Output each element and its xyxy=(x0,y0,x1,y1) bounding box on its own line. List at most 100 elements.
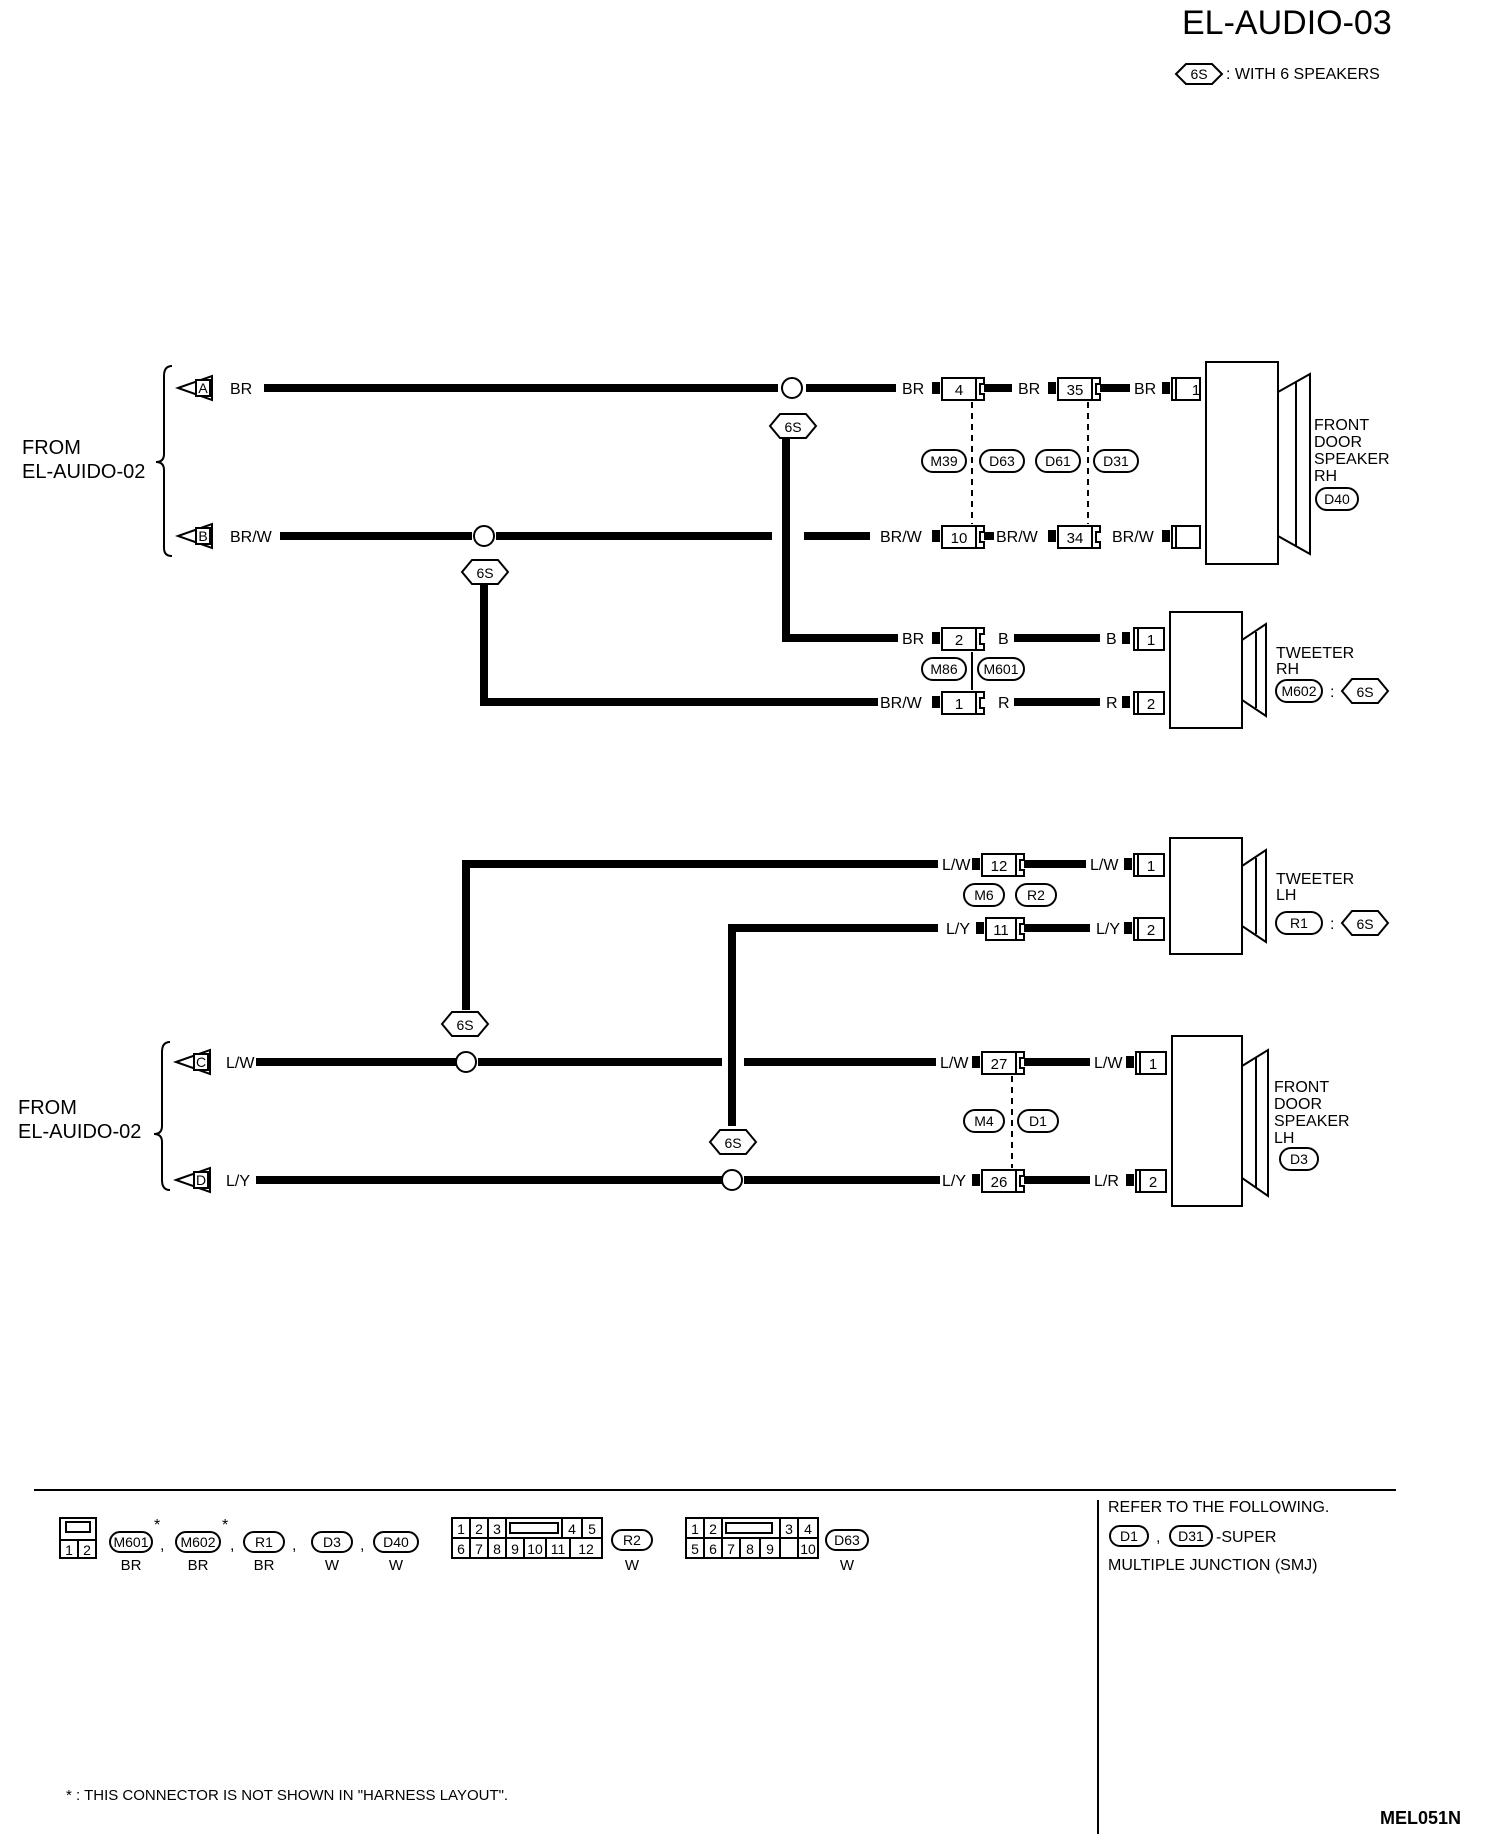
svg-text:-SUPER: -SUPER xyxy=(1216,1529,1276,1546)
component-label: RH xyxy=(1314,468,1337,485)
speaker-pin xyxy=(1175,377,1201,401)
footnote: * : THIS CONNECTOR IS NOT SHOWN IN "HARN… xyxy=(66,1787,508,1804)
svg-text:W: W xyxy=(840,1557,855,1574)
speaker-pin xyxy=(1137,627,1165,651)
svg-text:M602: M602 xyxy=(180,1534,215,1550)
speaker-pin xyxy=(1137,853,1165,877)
speaker-cone-icon xyxy=(1277,372,1311,556)
wire-color-label: BR xyxy=(902,631,924,648)
legend-code-r2: R2 W xyxy=(611,1529,653,1574)
option-tag-6s: 6S xyxy=(1340,678,1390,704)
wire-color-label: L/W xyxy=(1090,857,1119,874)
option-text: : WITH 6 SPEAKERS xyxy=(1226,66,1380,83)
svg-text:1: 1 xyxy=(457,1521,465,1537)
svg-text:R1: R1 xyxy=(1290,915,1308,931)
source-bracket-upper xyxy=(155,365,173,557)
wire-color-label: L/Y xyxy=(942,1173,966,1190)
option-tag-6s: 6S xyxy=(1340,910,1390,936)
svg-text:6: 6 xyxy=(709,1541,717,1557)
splice-point xyxy=(781,377,803,399)
svg-text:D: D xyxy=(196,1172,206,1188)
svg-text:B: B xyxy=(198,528,207,544)
svg-text:W: W xyxy=(325,1557,340,1574)
connector-code-m601: M601 xyxy=(977,657,1025,681)
svg-text:D31: D31 xyxy=(1103,453,1129,469)
svg-text:8: 8 xyxy=(493,1541,501,1557)
source-label-upper-page: EL-AUIDO-02 xyxy=(22,461,145,483)
front-door-speaker-lh: 1 2 xyxy=(1135,1035,1269,1207)
splice-point xyxy=(455,1051,477,1073)
connector-pin xyxy=(941,525,977,549)
wire-color-label: BR/W xyxy=(230,529,273,546)
component-label: SPEAKER xyxy=(1314,451,1390,468)
svg-text:*: * xyxy=(222,1517,228,1534)
svg-text:R1: R1 xyxy=(255,1534,273,1550)
svg-text:1: 1 xyxy=(65,1542,73,1558)
source-bracket-lower xyxy=(153,1041,171,1191)
pin-number: 4 xyxy=(955,382,963,399)
svg-text:D3: D3 xyxy=(1290,1151,1308,1167)
speaker-body xyxy=(1205,361,1279,565)
wire-color-label: BR xyxy=(230,381,252,398)
svg-text:2: 2 xyxy=(1149,1174,1157,1191)
page-title: EL-AUDIO-03 xyxy=(1182,4,1392,42)
wire-color-label: R xyxy=(1106,695,1118,712)
component-label: FRONT xyxy=(1314,417,1369,434)
svg-text:,: , xyxy=(230,1537,234,1554)
svg-text:M86: M86 xyxy=(930,661,957,677)
svg-text:W: W xyxy=(625,1557,640,1574)
svg-text:7: 7 xyxy=(475,1541,483,1557)
wire-color-label: L/Y xyxy=(226,1173,250,1190)
svg-text:3: 3 xyxy=(493,1521,501,1537)
svg-text:2: 2 xyxy=(475,1521,483,1537)
speaker-pin xyxy=(1175,525,1201,549)
tweeter-body xyxy=(1169,837,1243,955)
speaker-pin xyxy=(1139,1051,1167,1075)
pin-number: 12 xyxy=(991,858,1008,875)
svg-text:8: 8 xyxy=(746,1541,754,1557)
svg-text:R2: R2 xyxy=(1027,887,1045,903)
terminal-d: D xyxy=(172,1166,211,1194)
connector-code-d1: D1 xyxy=(1017,1109,1059,1133)
svg-text:M6: M6 xyxy=(974,887,994,903)
option-tag-6s: 6S xyxy=(708,1129,758,1155)
wire-color-label: L/Y xyxy=(946,921,970,938)
component-label: TWEETER xyxy=(1276,871,1354,888)
pin-number: 11 xyxy=(993,922,1009,939)
connector-pin xyxy=(941,691,977,715)
svg-text:2: 2 xyxy=(709,1521,717,1537)
connector-code-d40: D40 xyxy=(1315,487,1359,511)
wire-color-label: BR/W xyxy=(880,529,923,546)
svg-text:3: 3 xyxy=(785,1521,793,1537)
connector-face-12pin: 1 2 3 4 5 6 7 8 9 10 11 12 xyxy=(451,1517,603,1559)
svg-text:1: 1 xyxy=(1149,1056,1157,1073)
source-label-upper: FROM xyxy=(22,437,81,459)
svg-text:D3: D3 xyxy=(323,1534,341,1550)
connector-pin xyxy=(985,917,1017,941)
wire-color-label: BR/W xyxy=(880,695,923,712)
connector-code-d63: D63 xyxy=(979,449,1025,473)
connector-pin xyxy=(941,377,977,401)
svg-text:12: 12 xyxy=(578,1541,594,1557)
connector-code-d61: D61 xyxy=(1035,449,1081,473)
svg-text:1: 1 xyxy=(691,1521,699,1537)
tweeter-rh: 1 2 xyxy=(1133,611,1267,729)
speaker-body xyxy=(1171,1035,1243,1207)
wire-color-label: B xyxy=(998,631,1009,648)
wire-color-label: L/W xyxy=(226,1055,255,1072)
svg-text:11: 11 xyxy=(551,1541,566,1557)
connector-code-m4: M4 xyxy=(963,1109,1005,1133)
component-label: LH xyxy=(1274,1130,1294,1147)
wire-color-label: BR xyxy=(902,381,924,398)
svg-text:C: C xyxy=(196,1054,206,1070)
refer-codes: D1 , D31 -SUPER xyxy=(1109,1525,1276,1547)
pin-number: 26 xyxy=(991,1174,1008,1191)
svg-text:A: A xyxy=(198,380,208,396)
connector-code-m86: M86 xyxy=(921,657,967,681)
speaker-pin xyxy=(1137,691,1165,715)
splice-point xyxy=(721,1169,743,1191)
connector-code-m6: M6 xyxy=(963,883,1005,907)
legend-codes: M601 * , BR M602 * , BR R1 , BR D3 , W D… xyxy=(109,1517,419,1574)
svg-text:M4: M4 xyxy=(974,1113,994,1129)
